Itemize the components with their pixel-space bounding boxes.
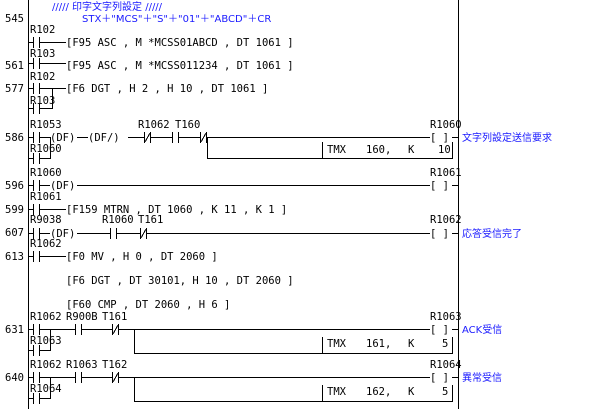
contact-label: R1062 [138, 119, 170, 131]
coil-comment: 文字列設定送信要求 [462, 131, 552, 144]
contact-label: R9038 [30, 214, 62, 226]
rung-545[interactable]: 545 R102 [F95 ASC , M *MCSS01ABCD , DT 1… [5, 13, 294, 70]
rung-599[interactable]: R1061 599 [F159 MTRN , DT 1060 , K 11 , … [5, 191, 287, 216]
contact-label: R1061 [30, 191, 62, 203]
timer-value: 10 [438, 144, 451, 156]
comment-line-2: STX＋"MCS"＋"S"＋"01"＋"ABCD"＋CR [82, 14, 271, 25]
instruction[interactable]: [F159 MTRN , DT 1060 , K 11 , K 1 ] [66, 204, 287, 216]
contact-label: R1064 [30, 383, 62, 395]
coil-label: R1061 [430, 167, 462, 179]
coil-label: R1062 [430, 214, 462, 226]
step-number: 586 [5, 132, 24, 144]
coil-label: R1060 [430, 119, 462, 131]
timer-value: 5 [442, 338, 448, 350]
contact-label: R102 [30, 24, 55, 36]
instruction[interactable]: [F6 DGT , H 2 , H 10 , DT 1061 ] [66, 83, 268, 95]
step-number: 640 [5, 372, 24, 384]
step-number: 613 [5, 251, 24, 263]
rung-577[interactable]: 577 [F6 DGT , H 2 , H 10 , DT 1061 ] R10… [5, 83, 268, 114]
rung-631[interactable]: R1062 631 R900B T161 R1063 [ ] ACK受信 R10… [5, 311, 502, 356]
rung-586[interactable]: R1053 586 (DF) (DF/) R1062 T160 R1060 [ … [5, 119, 552, 164]
timer-k: K [408, 338, 415, 350]
timer-value: 5 [442, 386, 448, 398]
contact-label: R1053 [30, 119, 62, 131]
contact-label: R1063 [30, 335, 62, 347]
contact-label: T162 [102, 359, 127, 371]
timer-number: 162, [366, 386, 391, 398]
contact-label: R1062 [30, 238, 62, 250]
coil-comment: ACK受信 [462, 324, 502, 336]
instruction[interactable]: [F95 ASC , M *MCSS011234 , DT 1061 ] [66, 60, 294, 72]
instruction[interactable]: [F95 ASC , M *MCSS01ABCD , DT 1061 ] [66, 37, 294, 49]
instruction[interactable]: [F60 CMP , DT 2060 , H 6 ] [66, 299, 230, 311]
coil-label: R1064 [430, 359, 462, 371]
step-number: 577 [5, 83, 24, 95]
instruction[interactable]: [F6 DGT , DT 30101, H 10 , DT 2060 ] [66, 275, 294, 287]
step-number: 545 [5, 13, 24, 25]
coil-symbol: [ ] [430, 132, 449, 144]
contact-label: R103 [30, 95, 55, 107]
step-number: 631 [5, 324, 24, 336]
contact-label: R103 [30, 48, 55, 60]
contact-label: R1060 [30, 167, 62, 179]
df-instruction[interactable]: (DF) [50, 180, 75, 192]
timer-number: 161, [366, 338, 391, 350]
timer-k: K [408, 386, 415, 398]
rung-561[interactable]: 561 [F95 ASC , M *MCSS011234 , DT 1061 ]… [5, 60, 294, 83]
coil-symbol: [ ] [430, 324, 449, 336]
contact-label: T161 [102, 311, 127, 323]
timer-number: 160, [366, 144, 391, 156]
contact-label: T161 [138, 214, 163, 226]
contact-label: R900B [66, 311, 98, 323]
rung-607[interactable]: R9038 607 (DF) R1060 T161 R1062 [ ] 応答受信… [5, 214, 522, 240]
timer-instruction[interactable]: TMX [327, 338, 347, 350]
contact-label: R1062 [30, 311, 62, 323]
coil-symbol: [ ] [430, 372, 449, 384]
instruction[interactable]: [F0 MV , H 0 , DT 2060 ] [66, 251, 218, 263]
coil-label: R1063 [430, 311, 462, 323]
contact-label: R1060 [102, 214, 134, 226]
df-instruction[interactable]: (DF) [50, 132, 75, 144]
step-number: 607 [5, 227, 24, 239]
rung-613[interactable]: R1062 613 [F0 MV , H 0 , DT 2060 ] [F6 D… [5, 238, 294, 311]
rung-596[interactable]: R1060 596 (DF) R1061 [ ] [5, 167, 462, 192]
df-instruction[interactable]: (DF) [50, 228, 75, 240]
coil-comment: 応答受信完了 [462, 227, 522, 240]
timer-instruction[interactable]: TMX [327, 386, 347, 398]
contact-label: R102 [30, 71, 55, 83]
df-not-instruction[interactable]: (DF/) [88, 132, 120, 144]
rung-640[interactable]: R1062 640 R1063 T162 R1064 [ ] 異常受信 R106… [5, 359, 502, 404]
contact-label: T160 [175, 119, 200, 131]
step-number: 599 [5, 204, 24, 216]
timer-instruction[interactable]: TMX [327, 144, 347, 156]
step-number: 561 [5, 60, 24, 72]
contact-label: R1062 [30, 359, 62, 371]
coil-comment: 異常受信 [462, 371, 502, 384]
coil-symbol: [ ] [430, 180, 449, 192]
coil-symbol: [ ] [430, 228, 449, 240]
contact-label: R1063 [66, 359, 98, 371]
step-number: 596 [5, 180, 24, 192]
timer-k: K [408, 144, 415, 156]
comment-line-1: ///// 印字文字列設定 ///// [52, 0, 163, 13]
contact-label: R1060 [30, 143, 62, 155]
